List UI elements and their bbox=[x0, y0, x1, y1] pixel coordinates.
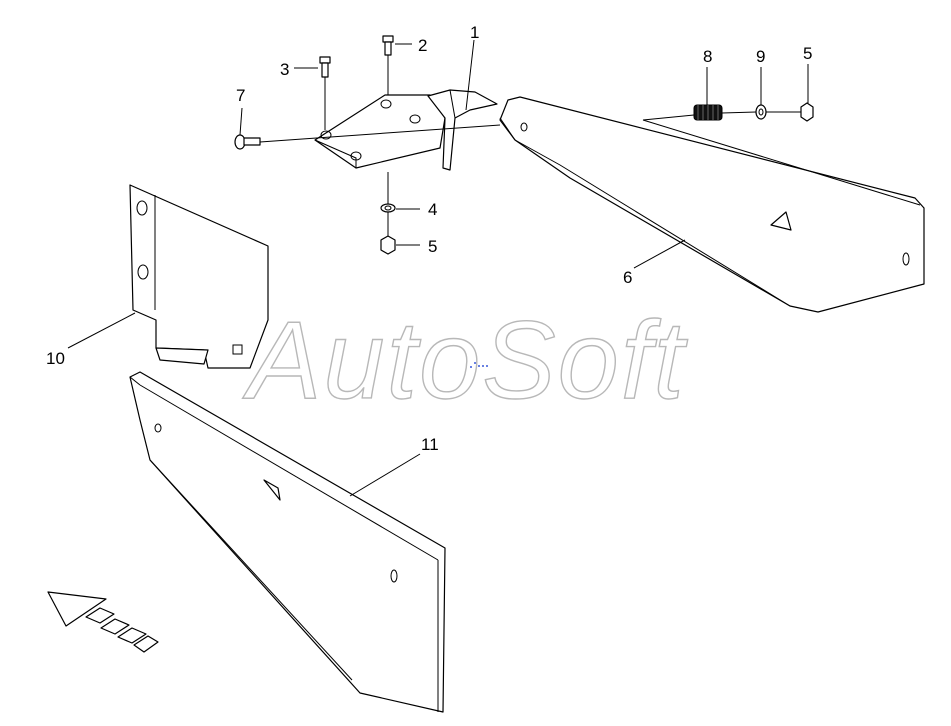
callout-11: 11 bbox=[421, 435, 439, 454]
callout-6: 6 bbox=[623, 268, 632, 287]
watermark-text: AutoSoft bbox=[242, 299, 688, 422]
part-3-screw bbox=[319, 56, 331, 130]
callout-4: 4 bbox=[428, 200, 437, 219]
part-2-screw bbox=[382, 35, 394, 95]
part-4-washer bbox=[380, 203, 396, 213]
callout-5-right: 5 bbox=[803, 44, 812, 63]
part-7-bolt bbox=[234, 124, 501, 150]
part-5-nut-lower bbox=[380, 172, 396, 255]
callout-3: 3 bbox=[280, 60, 289, 79]
part-6-deflector bbox=[499, 96, 925, 313]
part-8-spring bbox=[693, 104, 723, 121]
part-5-nut-right bbox=[642, 102, 814, 122]
direction-arrow-icon bbox=[47, 591, 159, 653]
callout-9: 9 bbox=[756, 47, 765, 66]
callout-2: 2 bbox=[418, 36, 427, 55]
part-11-deflector bbox=[129, 371, 446, 713]
part-9-washer bbox=[755, 104, 767, 120]
callout-8: 8 bbox=[703, 47, 712, 66]
callout-10: 10 bbox=[46, 349, 65, 368]
part-1-bracket bbox=[314, 89, 498, 171]
callout-1: 1 bbox=[470, 23, 479, 42]
cursor-marker bbox=[470, 362, 488, 368]
part-10-plate bbox=[129, 184, 269, 369]
callout-labels: 1 2 3 4 5 5 6 7 8 9 10 11 bbox=[46, 23, 812, 454]
callout-5-lower: 5 bbox=[428, 237, 437, 256]
callout-7: 7 bbox=[236, 86, 245, 105]
callout-leaders bbox=[67, 39, 809, 497]
